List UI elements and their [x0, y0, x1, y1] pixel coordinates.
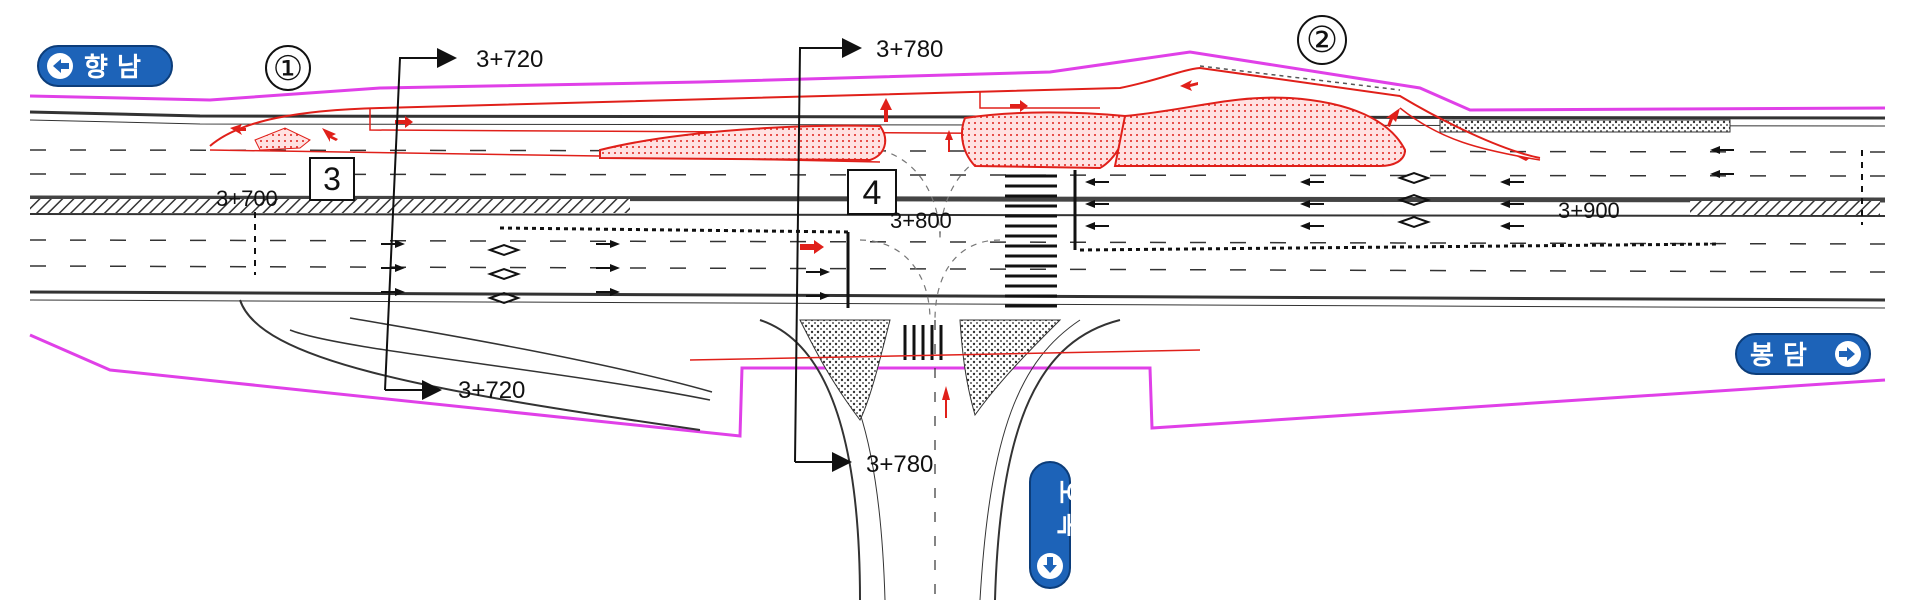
marker-box-4-label: 4: [863, 174, 882, 212]
island-se: [959, 319, 1062, 417]
island-red-channel: [599, 124, 887, 162]
station-label-900: 3+900: [1558, 198, 1620, 223]
red-direction-arrows: [230, 80, 1530, 418]
sw-ramp: [239, 299, 713, 431]
median-hatch-east: [1690, 201, 1880, 215]
station-label-800: 3+800: [890, 208, 952, 233]
section-label-780-top: 3+780: [876, 36, 943, 63]
direction-badge-south: 오 목: [1029, 461, 1083, 589]
direction-badge-west: 향 남: [37, 45, 173, 87]
crosswalk-stripes: [1005, 174, 1057, 308]
crosswalk-south: [903, 325, 943, 360]
lane-arrows-westbound: [1085, 146, 1734, 230]
section-label-780-bottom: 3+780: [866, 451, 933, 478]
boundary-line-north: [29, 50, 1886, 112]
direction-label-south: 오 목: [1053, 480, 1083, 537]
section-label-720-top: 3+720: [476, 46, 543, 73]
marker-box-4: [847, 169, 897, 215]
marker-box-3-label: 3: [323, 161, 341, 197]
marker-circle-1: [265, 45, 311, 91]
direction-label-east: 봉 담: [1750, 341, 1807, 371]
detour-dotted-line: [499, 226, 851, 234]
marker-circle-2: [1297, 15, 1347, 65]
section-label-720-bottom: 3+720: [458, 377, 525, 404]
marker-box-3: [309, 157, 355, 201]
direction-label-west: 향 남: [84, 53, 141, 83]
island-red-east-a: [961, 111, 1127, 170]
station-label-700: 3+700: [216, 186, 278, 211]
diamond-markings: [487, 171, 1431, 305]
section-line-720: [384, 48, 457, 400]
detour-dotted-line-east: [1079, 242, 1721, 252]
island-red-east-b: [1113, 96, 1407, 167]
island-sw: [799, 319, 891, 421]
direction-badge-east: 봉 담: [1735, 333, 1871, 375]
marker-circle-1-label: ①: [273, 49, 303, 89]
median-hatch-west: [30, 199, 630, 213]
marker-circle-2-label: ②: [1306, 20, 1338, 61]
median-gravel-ne: [1439, 119, 1731, 133]
section-line-780: [794, 38, 862, 472]
island-red-west: [254, 127, 311, 151]
south-branch-road: [759, 319, 1121, 601]
lane-arrows-eastbound: [381, 240, 830, 300]
red-cut-line: [689, 349, 1201, 361]
boundary-line-south: [29, 333, 1886, 438]
